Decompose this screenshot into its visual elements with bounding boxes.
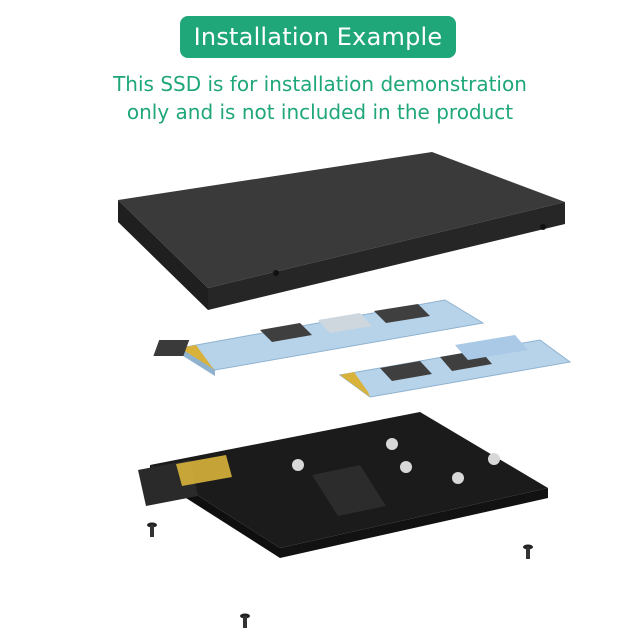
disclaimer-line-1: This SSD is for installation demonstrati… [113, 72, 527, 96]
disclaimer-line-2: only and is not included in the product [126, 100, 514, 124]
title-banner: Installation Example [180, 16, 456, 58]
screw-left [147, 522, 157, 537]
screws [147, 522, 533, 628]
disclaimer-text: This SSD is for installation demonstrati… [60, 70, 580, 126]
ssd-enclosure [118, 152, 565, 310]
screw-bottom [240, 613, 250, 628]
screw-right [523, 544, 533, 559]
m2-sata-ssd [338, 335, 572, 398]
m2-nvme-ssd [153, 299, 485, 376]
adapter-board [138, 412, 548, 558]
exploded-assembly-illustration [118, 152, 572, 628]
